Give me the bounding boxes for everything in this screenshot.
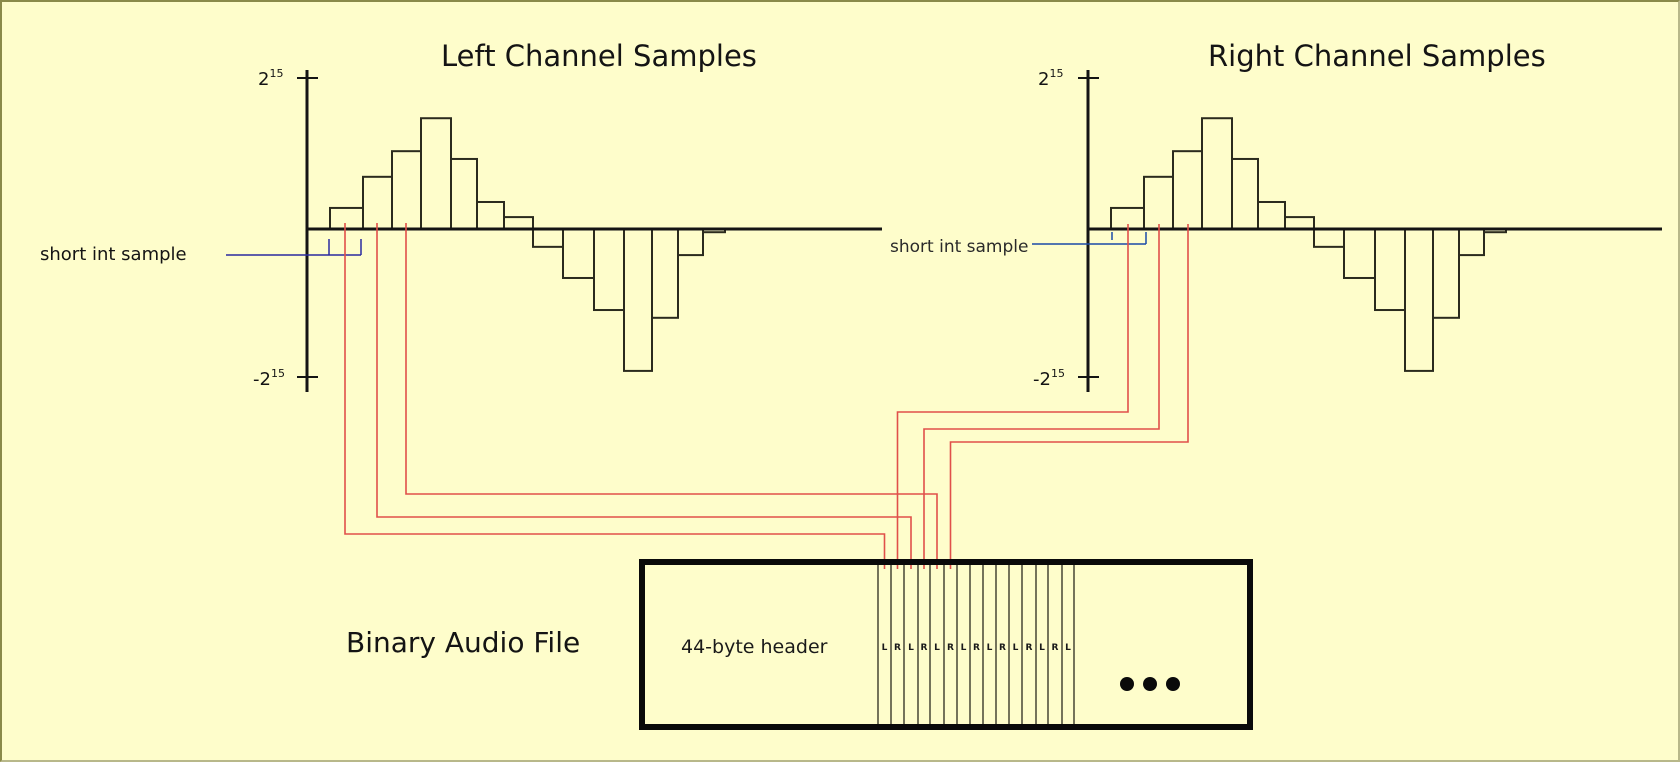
right-short-int-sample-label: short int sample	[890, 237, 1028, 257]
right-sample-bar	[1172, 150, 1203, 230]
header-label: 44-byte header	[681, 636, 828, 658]
left-sample-cell: L	[1065, 643, 1071, 653]
right-connector-line	[896, 224, 1129, 569]
right-sample-cell: R	[947, 643, 954, 653]
right-sample-bar	[1458, 228, 1485, 257]
right-sample-bar	[1313, 228, 1345, 248]
right-sample-cell: R	[973, 643, 980, 653]
right-sample-bar	[1257, 200, 1286, 230]
right-connector-line	[949, 224, 1189, 569]
right-sample-bar	[1343, 228, 1376, 279]
left-short-int-sample-label: short int sample	[40, 244, 187, 265]
right-sample-cell: R	[1052, 643, 1059, 653]
left-bars	[329, 117, 726, 372]
left-sample-bar	[651, 228, 679, 319]
right-bars	[1110, 117, 1507, 372]
sample-connectors	[344, 223, 1189, 569]
right-sample-cell: R	[894, 643, 901, 653]
left-sample-bar	[503, 216, 534, 230]
right-sample-bar	[1404, 228, 1434, 372]
left-connector-line	[344, 223, 886, 569]
left-sample-cell: L	[934, 643, 940, 653]
left-sample-cell: L	[987, 643, 993, 653]
right-sample-bar	[1374, 228, 1406, 312]
left-y-tick-label-top: 215	[258, 67, 283, 90]
right-channel-chart: Right Channel Samples 215 -215 short int…	[890, 39, 1662, 392]
right-y-tick-label-bottom: -215	[1033, 367, 1065, 390]
left-sample-bar	[532, 228, 564, 248]
left-connector-line	[405, 223, 938, 569]
left-sample-bar	[476, 200, 505, 230]
left-sample-cell: L	[882, 643, 888, 653]
left-y-tick-label-bottom: -215	[253, 367, 285, 390]
left-sample-bar	[677, 228, 704, 257]
left-sample-cell: L	[1013, 643, 1019, 653]
left-sample-cell: L	[1039, 643, 1045, 653]
right-sample-cell: R	[1026, 643, 1033, 653]
right-sample-cell: R	[921, 643, 928, 653]
right-sample-bar	[1284, 216, 1315, 230]
right-sample-bar	[1201, 117, 1233, 230]
ellipsis-icon	[1120, 677, 1180, 691]
left-sample-bar	[420, 117, 452, 230]
left-sample-bar	[329, 206, 364, 230]
right-y-tick-label-top: 215	[1038, 67, 1063, 90]
left-sample-bar	[391, 150, 422, 230]
ellipsis-dot	[1143, 677, 1157, 691]
left-chart-title: Left Channel Samples	[441, 39, 757, 73]
ellipsis-dot	[1166, 677, 1180, 691]
left-sample-bar	[623, 228, 653, 372]
right-chart-title: Right Channel Samples	[1208, 39, 1546, 73]
left-connector-line	[376, 223, 912, 569]
file-box	[639, 559, 1253, 730]
left-sample-bar	[593, 228, 625, 312]
left-sample-bar	[562, 228, 595, 279]
left-channel-chart: Left Channel Samples 215 -215 short int …	[40, 39, 882, 392]
right-sample-cell: R	[999, 643, 1006, 653]
right-sample-bar	[1143, 175, 1174, 230]
binary-audio-file-title: Binary Audio File	[346, 626, 580, 659]
left-sample-bar	[362, 175, 393, 230]
left-sample-cell: L	[908, 643, 914, 653]
ellipsis-dot	[1120, 677, 1134, 691]
right-connector-line	[923, 224, 1160, 569]
left-sample-cell: L	[961, 643, 967, 653]
right-sample-bar	[1432, 228, 1460, 319]
right-sample-bar	[1231, 157, 1259, 230]
left-sample-bar	[450, 157, 478, 230]
